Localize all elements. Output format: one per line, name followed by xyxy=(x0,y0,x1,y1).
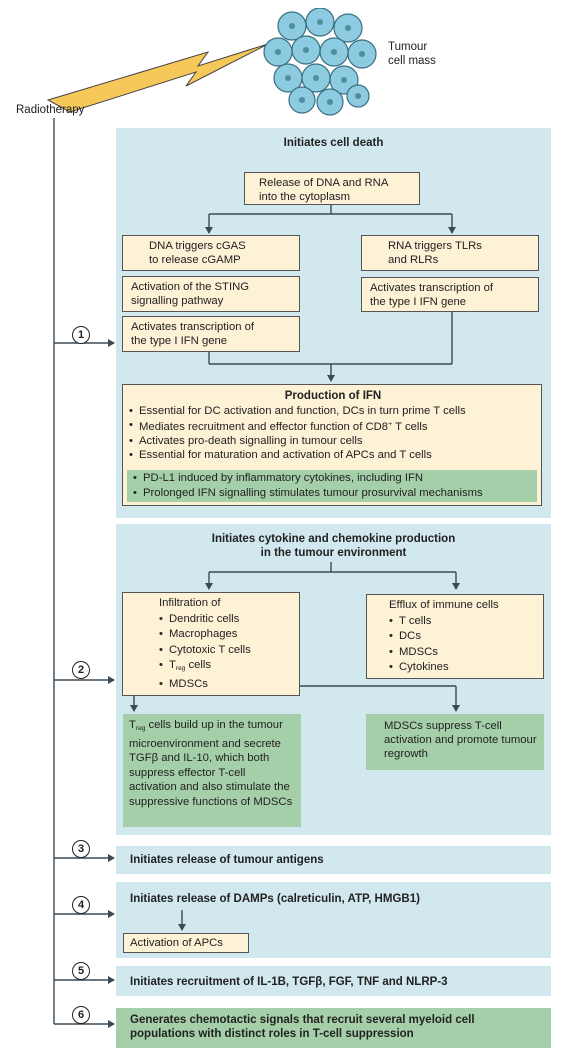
ifn-bullet: Essential for maturation and activation … xyxy=(129,448,537,462)
efflux-item: Cytokines xyxy=(389,660,535,676)
ifn-production-title: Production of IFN xyxy=(284,390,382,402)
infiltration-box: Infiltration of Dendritic cells Macropha… xyxy=(122,592,300,696)
infiltration-title: Infiltration of xyxy=(159,597,221,609)
efflux-item: T cells xyxy=(389,614,535,630)
step-number-2: 2 xyxy=(72,661,90,679)
release-dna-rna-box: Release of DNA and RNA into the cytoplas… xyxy=(244,172,420,205)
step-number-1: 1 xyxy=(72,326,90,344)
ifn-bullet: Mediates recruitment and effector functi… xyxy=(129,418,537,434)
efflux-item: MDSCs xyxy=(389,645,535,661)
apc-activation-box: Activation of APCs xyxy=(123,933,249,953)
infiltration-item: MDSCs xyxy=(159,677,291,693)
section3-panel xyxy=(116,846,551,874)
infiltration-item: Macrophages xyxy=(159,627,291,643)
efflux-title: Efflux of immune cells xyxy=(389,599,499,611)
radiotherapy-label: Radiotherapy xyxy=(16,104,85,116)
dna-cgas-box: DNA triggers cGAS to release cGAMP xyxy=(122,235,300,271)
ifn-green-bullet: Prolonged IFN signalling stimulates tumo… xyxy=(133,486,531,501)
section6-panel xyxy=(116,1008,551,1048)
left-ifn-transcription-box: Activates transcription of the type I IF… xyxy=(122,316,300,352)
ifn-bullet: Activates pro-death signalling in tumour… xyxy=(129,434,537,448)
tumour-label: Tumour cell mass xyxy=(388,41,436,67)
ifn-bullet-list: Essential for DC activation and function… xyxy=(129,404,537,462)
section5-panel xyxy=(116,966,551,996)
mdsc-effect-box: MDSCs suppress T-cell activation and pro… xyxy=(366,714,544,770)
section1-title: Initiates cell death xyxy=(283,137,384,149)
sting-pathway-box: Activation of the STING signalling pathw… xyxy=(122,276,300,312)
section2-title: Initiates cytokine and chemokine product… xyxy=(211,533,456,559)
tumour-cell-mass-icon xyxy=(263,8,377,116)
rna-tlr-box: RNA triggers TLRs and RLRs xyxy=(361,235,539,271)
section5-title: Initiates recruitment of IL-1B, TGFβ, FG… xyxy=(130,976,448,988)
step-number-5: 5 xyxy=(72,962,90,980)
ifn-green-bullet: PD-L1 induced by inflammatory cytokines,… xyxy=(133,471,531,486)
efflux-item: DCs xyxy=(389,629,535,645)
infiltration-list: Dendritic cells Macrophages Cytotoxic T … xyxy=(159,612,291,693)
efflux-box: Efflux of immune cells T cells DCs MDSCs… xyxy=(366,594,544,679)
infiltration-item: Cytotoxic T cells xyxy=(159,643,291,659)
infiltration-item-treg: Treg cells xyxy=(159,658,291,677)
ifn-bullet: Essential for DC activation and function… xyxy=(129,404,537,418)
section6-title: Generates chemotactic signals that recru… xyxy=(130,1014,475,1040)
ifn-green-highlight: PD-L1 induced by inflammatory cytokines,… xyxy=(127,470,537,502)
step-number-6: 6 xyxy=(72,1006,90,1024)
treg-effect-box: Treg cells build up in the tumour microe… xyxy=(123,714,301,827)
section3-title: Initiates release of tumour antigens xyxy=(130,854,324,866)
step-number-4: 4 xyxy=(72,896,90,914)
right-ifn-transcription-box: Activates transcription of the type I IF… xyxy=(361,277,539,312)
step-number-3: 3 xyxy=(72,840,90,858)
lightning-bolt-icon xyxy=(46,43,269,113)
efflux-list: T cells DCs MDSCs Cytokines xyxy=(389,614,535,676)
section4-title: Initiates release of DAMPs (calreticulin… xyxy=(130,893,420,905)
infiltration-item: Dendritic cells xyxy=(159,612,291,628)
